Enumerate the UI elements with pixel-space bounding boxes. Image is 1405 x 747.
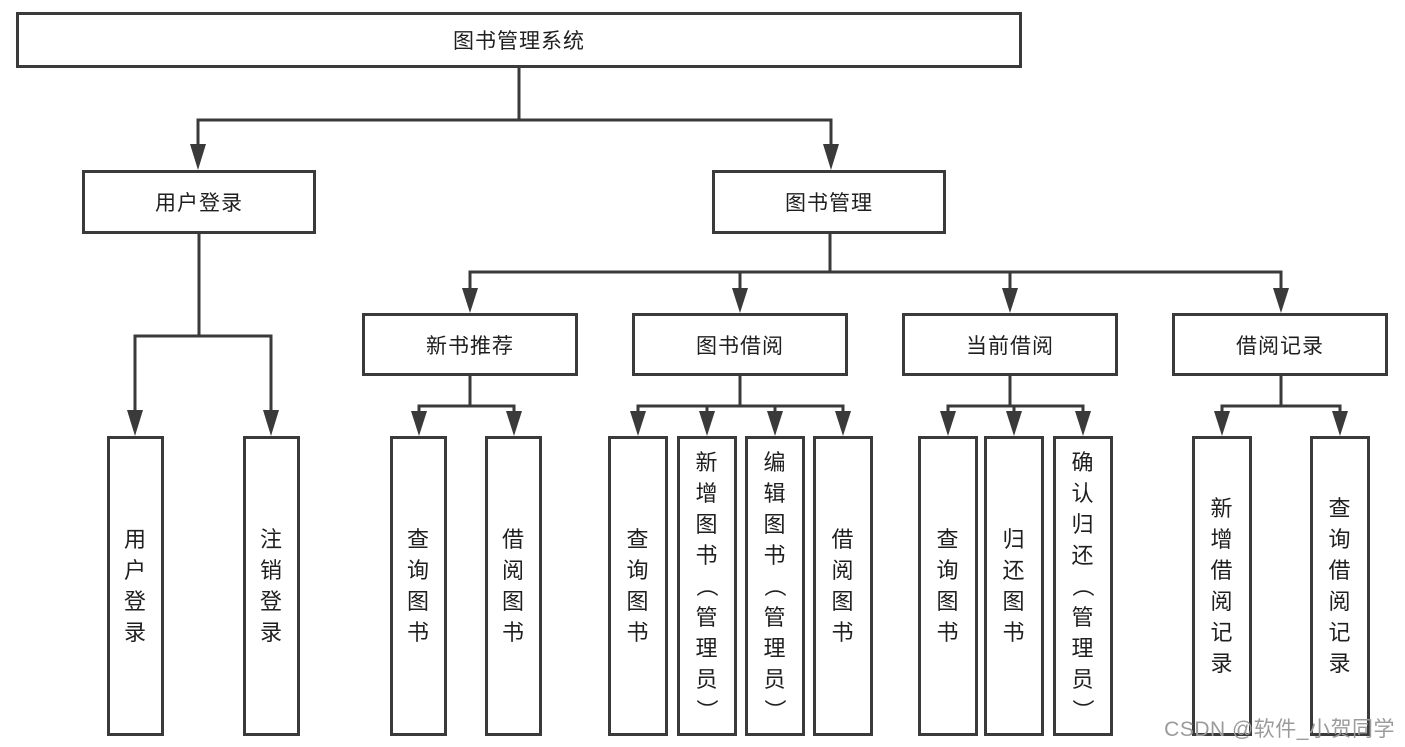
node-book-management: 图书管理 <box>712 170 946 234</box>
arrowhead <box>835 411 851 436</box>
arrowhead <box>190 144 206 170</box>
leaf-recommend-query-book: 查询图书 <box>390 436 447 736</box>
node-book-borrowing: 图书借阅 <box>632 313 848 376</box>
arrowhead <box>940 411 956 436</box>
leaf-current-confirm-return-admin: 确认归还（管理员） <box>1053 436 1113 736</box>
leaf-label: 查询借阅记录 <box>1328 496 1352 676</box>
node-borrowing-records: 借阅记录 <box>1172 313 1388 376</box>
leaf-label: 编辑图书（管理员） <box>762 449 788 722</box>
connector-book-borrowing <box>636 376 845 413</box>
arrowhead <box>1002 288 1018 313</box>
node-user-login: 用户登录 <box>82 170 316 234</box>
leaf-label: 归还图书 <box>1002 527 1026 645</box>
arrowhead <box>699 411 715 436</box>
leaf-current-return-book: 归还图书 <box>984 436 1044 736</box>
leaf-label: 借阅图书 <box>831 527 855 645</box>
arrowhead <box>1214 411 1230 436</box>
leaf-logout: 注销登录 <box>243 436 300 736</box>
arrowhead <box>823 144 839 170</box>
leaf-label: 借阅图书 <box>501 527 525 645</box>
arrowhead <box>462 288 478 313</box>
connector-borrowing-records <box>1220 376 1342 413</box>
csdn-watermark: CSDN @软件_小贺同学 <box>1164 718 1395 741</box>
node-library-system: 图书管理系统 <box>16 12 1022 68</box>
arrowhead <box>630 411 646 436</box>
arrowhead <box>1332 411 1348 436</box>
node-current-borrowing: 当前借阅 <box>902 313 1118 376</box>
leaf-records-add-record: 新增借阅记录 <box>1192 436 1252 736</box>
leaf-label: 新增借阅记录 <box>1210 496 1234 676</box>
arrowhead <box>506 411 522 436</box>
leaf-borrowing-query-book: 查询图书 <box>608 436 668 736</box>
connector-book-management <box>468 233 1283 290</box>
arrowhead <box>1006 411 1022 436</box>
leaf-label: 新增图书（管理员） <box>694 449 720 722</box>
leaf-label: 查询图书 <box>936 527 960 645</box>
leaf-borrowing-edit-book-admin: 编辑图书（管理员） <box>745 436 805 736</box>
arrowhead <box>732 288 748 313</box>
arrowhead <box>767 411 783 436</box>
leaf-current-query-book: 查询图书 <box>918 436 978 736</box>
arrowhead <box>263 410 279 436</box>
arrowheads <box>127 144 1348 436</box>
node-new-book-recommendation: 新书推荐 <box>362 313 578 376</box>
connector-current-borrowing <box>946 376 1085 413</box>
leaf-borrowing-borrow-book: 借阅图书 <box>813 436 873 736</box>
leaf-borrowing-add-book-admin: 新增图书（管理员） <box>677 436 737 736</box>
connector-root <box>196 68 833 146</box>
arrowhead <box>411 411 427 436</box>
leaf-label: 查询图书 <box>406 527 430 645</box>
leaf-label: 用户登录 <box>123 527 147 645</box>
arrowhead <box>1273 288 1289 313</box>
connector-new-book-recommendation <box>417 376 516 413</box>
leaf-label: 确认归还（管理员） <box>1070 449 1096 722</box>
leaf-user-login: 用户登录 <box>107 436 164 736</box>
arrowhead <box>1075 411 1091 436</box>
leaf-records-query-record: 查询借阅记录 <box>1310 436 1370 736</box>
leaf-recommend-borrow-book: 借阅图书 <box>485 436 542 736</box>
leaf-label: 注销登录 <box>259 527 283 645</box>
leaf-label: 查询图书 <box>626 527 650 645</box>
arrowhead <box>127 410 143 436</box>
connector-user-login <box>133 233 273 412</box>
